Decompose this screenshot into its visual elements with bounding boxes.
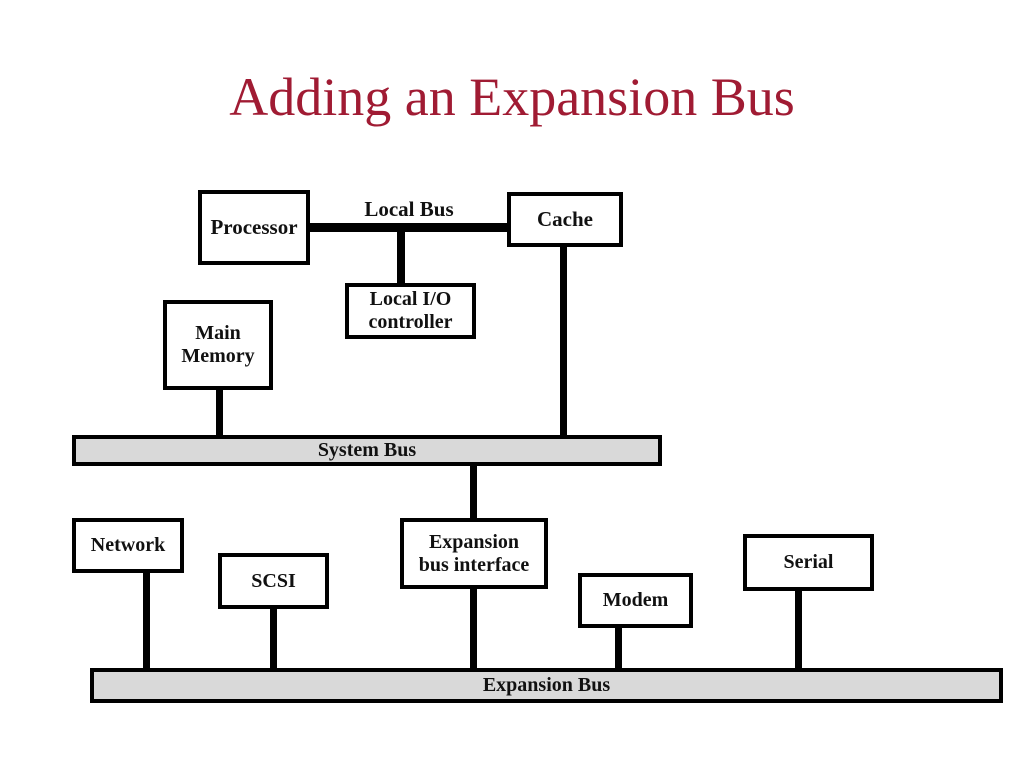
scsi-to-expansionbus-connector [270, 607, 277, 669]
system-bus-label: System Bus [317, 439, 417, 461]
processor-box: Processor [198, 190, 310, 265]
cache-label: Cache [537, 207, 593, 232]
scsi-box: SCSI [218, 553, 329, 609]
serial-to-expansionbus-connector [795, 589, 802, 669]
main-memory-label: Main Memory [181, 322, 255, 367]
expansion-bus-label: Expansion Bus [482, 674, 611, 696]
modem-box: Modem [578, 573, 693, 628]
scsi-label: SCSI [251, 569, 296, 592]
systembus-to-interface-connector [470, 465, 477, 518]
local-io-controller-label: Local I/O controller [368, 288, 453, 333]
expansion-bus-interface-label: Expansion bus interface [418, 530, 530, 576]
modem-to-expansionbus-connector [615, 626, 622, 669]
cache-to-systembus-connector [560, 246, 567, 435]
serial-box: Serial [743, 534, 874, 591]
modem-label: Modem [602, 589, 669, 611]
system-bus-bar: System Bus [72, 435, 662, 466]
local-bus-label: Local Bus [364, 197, 454, 221]
local-bus-line [308, 223, 509, 232]
main-memory-box: Main Memory [163, 300, 273, 390]
network-box: Network [72, 518, 184, 573]
network-label: Network [90, 534, 166, 556]
local-io-controller-box: Local I/O controller [345, 283, 476, 339]
expansion-bus-interface-box: Expansion bus interface [400, 518, 548, 589]
cache-box: Cache [507, 192, 623, 247]
slide-title: Adding an Expansion Bus [229, 67, 795, 127]
interface-to-expansionbus-connector [470, 587, 477, 669]
network-to-expansionbus-connector [143, 571, 150, 669]
serial-label: Serial [783, 551, 834, 573]
processor-label: Processor [210, 215, 298, 240]
localbus-to-localio-connector [397, 230, 405, 283]
expansion-bus-bar: Expansion Bus [90, 668, 1003, 703]
mainmemory-to-systembus-connector [216, 388, 223, 435]
